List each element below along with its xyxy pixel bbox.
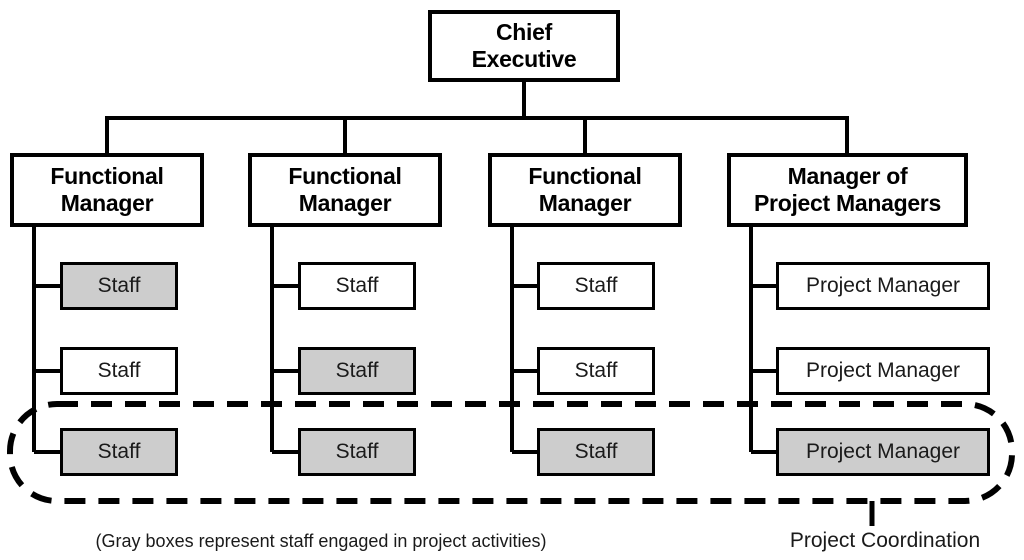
project-manager-box: Project Manager [776, 347, 990, 395]
project-coordination-label: Project Coordination [789, 529, 981, 552]
functional-manager-2-box: Functional Manager [248, 153, 442, 227]
manager-of-project-managers-box: Manager of Project Managers [727, 153, 968, 227]
project-manager-box: Project Manager [776, 428, 990, 476]
project-coordination-dashed-outline [7, 401, 1015, 504]
staff-box: Staff [298, 262, 416, 310]
hierarchy-connector-lines [32, 82, 849, 454]
project-manager-box: Project Manager [776, 262, 990, 310]
functional-manager-1-box: Functional Manager [10, 153, 204, 227]
staff-box: Staff [60, 347, 178, 395]
staff-box: Staff [537, 428, 655, 476]
staff-box: Staff [60, 262, 178, 310]
staff-box: Staff [537, 347, 655, 395]
staff-box: Staff [298, 428, 416, 476]
gray-boxes-legend-caption: (Gray boxes represent staff engaged in p… [95, 531, 547, 551]
chief-executive-box: Chief Executive [428, 10, 620, 82]
staff-box: Staff [60, 428, 178, 476]
staff-box: Staff [298, 347, 416, 395]
staff-box: Staff [537, 262, 655, 310]
functional-manager-3-box: Functional Manager [488, 153, 682, 227]
